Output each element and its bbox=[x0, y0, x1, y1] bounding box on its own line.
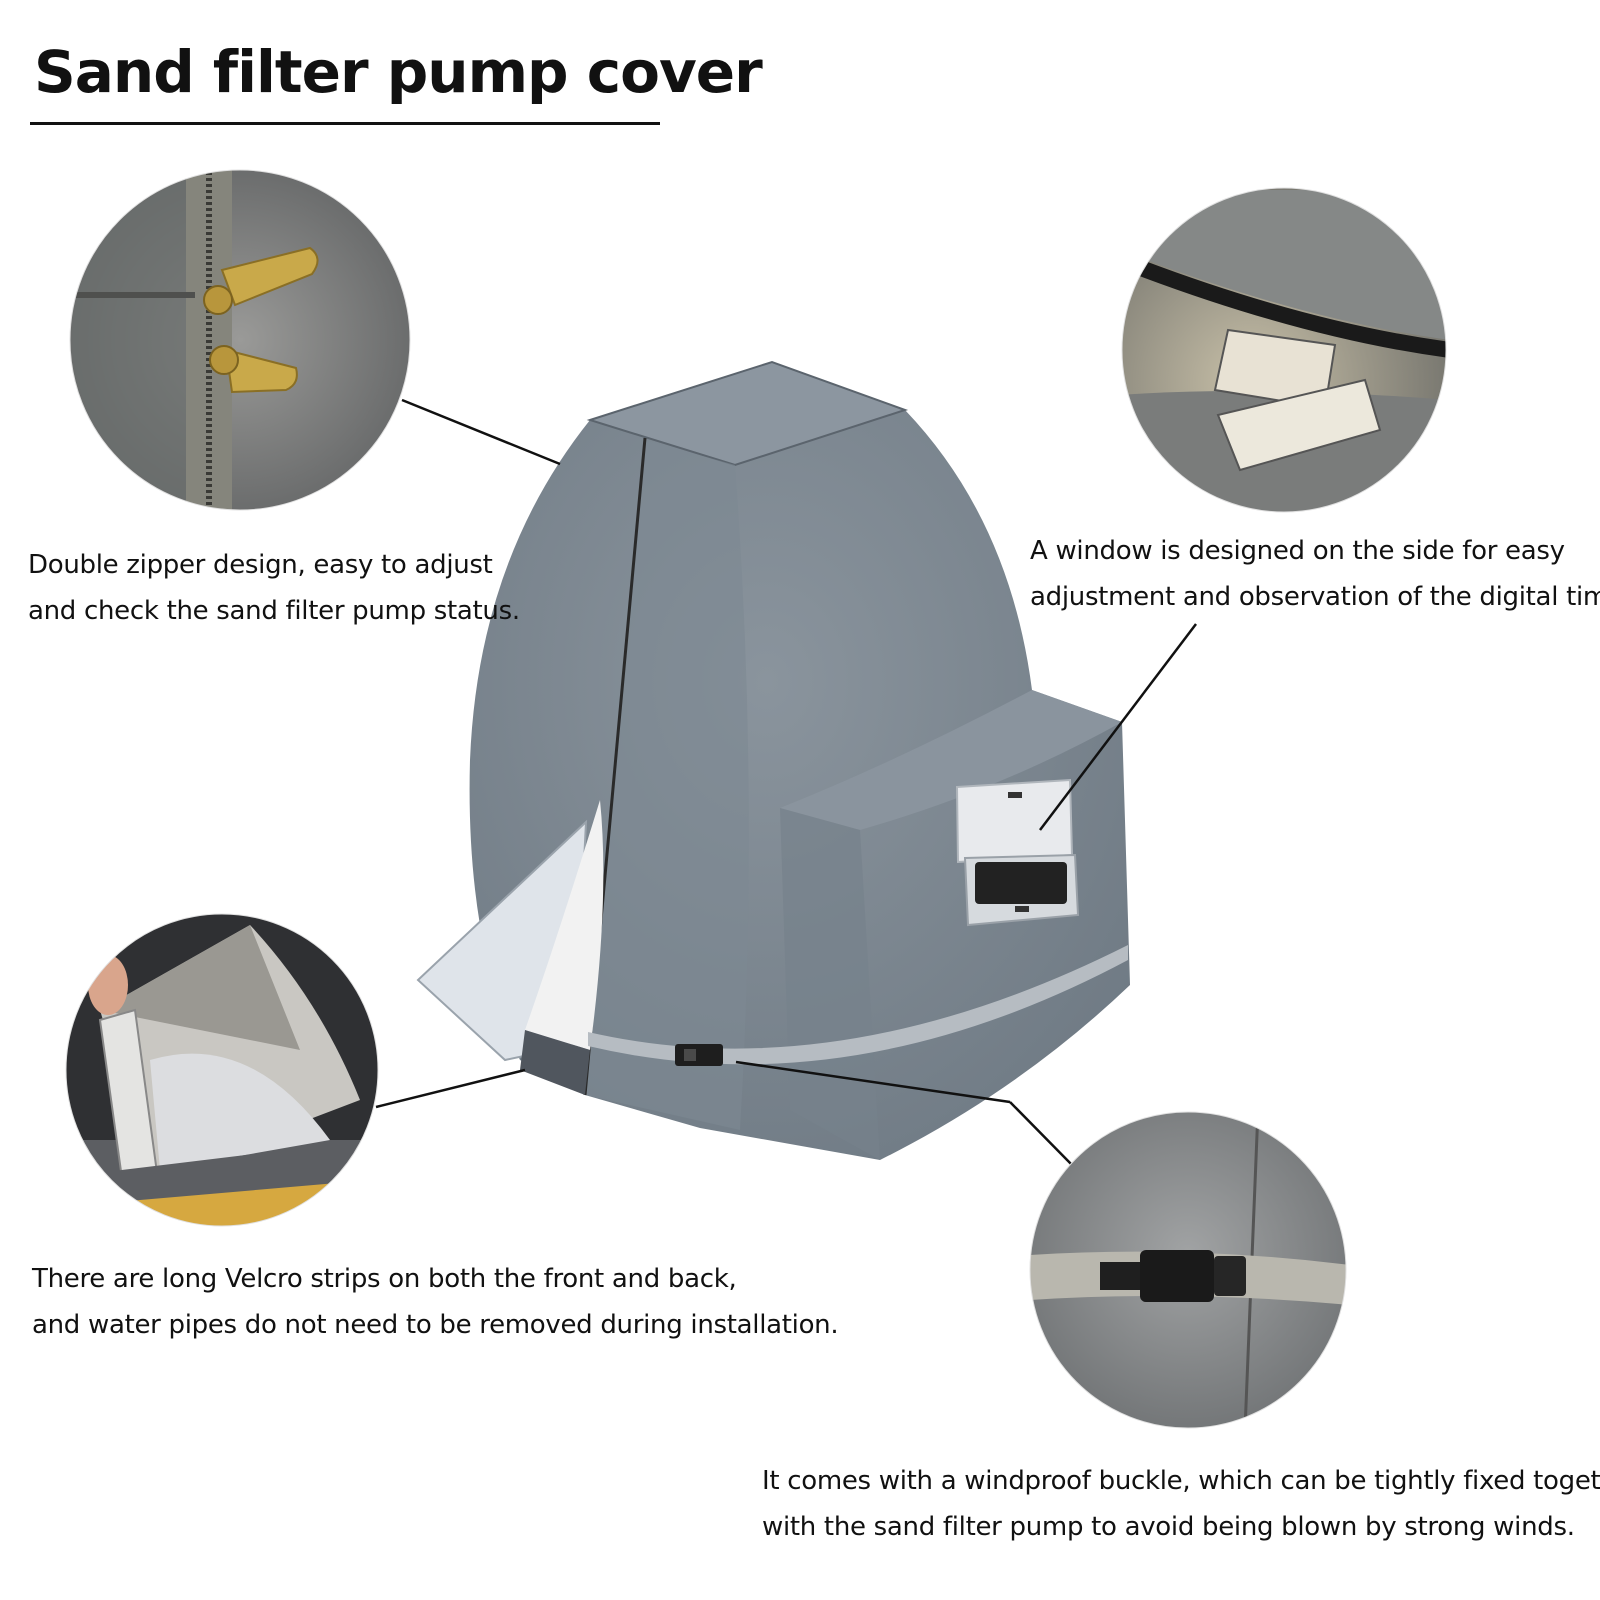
window-caption: A window is designed on the side for eas… bbox=[1030, 528, 1600, 620]
velcro-caption-line: and water pipes do not need to be remove… bbox=[32, 1310, 839, 1340]
buckle-caption-line: with the sand filter pump to avoid being… bbox=[762, 1512, 1575, 1542]
callout-lines bbox=[375, 398, 1197, 1169]
velcro-detail bbox=[66, 914, 378, 1226]
buckle-caption-line: It comes with a windproof buckle, which … bbox=[762, 1466, 1600, 1496]
zipper-caption-line: and check the sand filter pump status. bbox=[28, 596, 520, 626]
velcro-caption-line: There are long Velcro strips on both the… bbox=[32, 1264, 737, 1294]
velcro-caption: There are long Velcro strips on both the… bbox=[32, 1256, 839, 1348]
buckle-caption: It comes with a windproof buckle, which … bbox=[762, 1458, 1600, 1550]
detail-circle-rims bbox=[65, 169, 1447, 1429]
window-detail bbox=[1122, 188, 1446, 512]
pump-cover bbox=[416, 360, 1130, 1160]
window-caption-line: A window is designed on the side for eas… bbox=[1030, 536, 1565, 566]
window-caption-line: adjustment and observation of the digita… bbox=[1030, 582, 1600, 612]
title-underline bbox=[30, 122, 660, 125]
zipper-caption: Double zipper design, easy to adjust and… bbox=[28, 542, 520, 634]
buckle-detail bbox=[1030, 1112, 1346, 1428]
page-title: Sand filter pump cover bbox=[34, 38, 763, 106]
zipper-detail bbox=[70, 170, 410, 510]
zipper-caption-line: Double zipper design, easy to adjust bbox=[28, 550, 493, 580]
